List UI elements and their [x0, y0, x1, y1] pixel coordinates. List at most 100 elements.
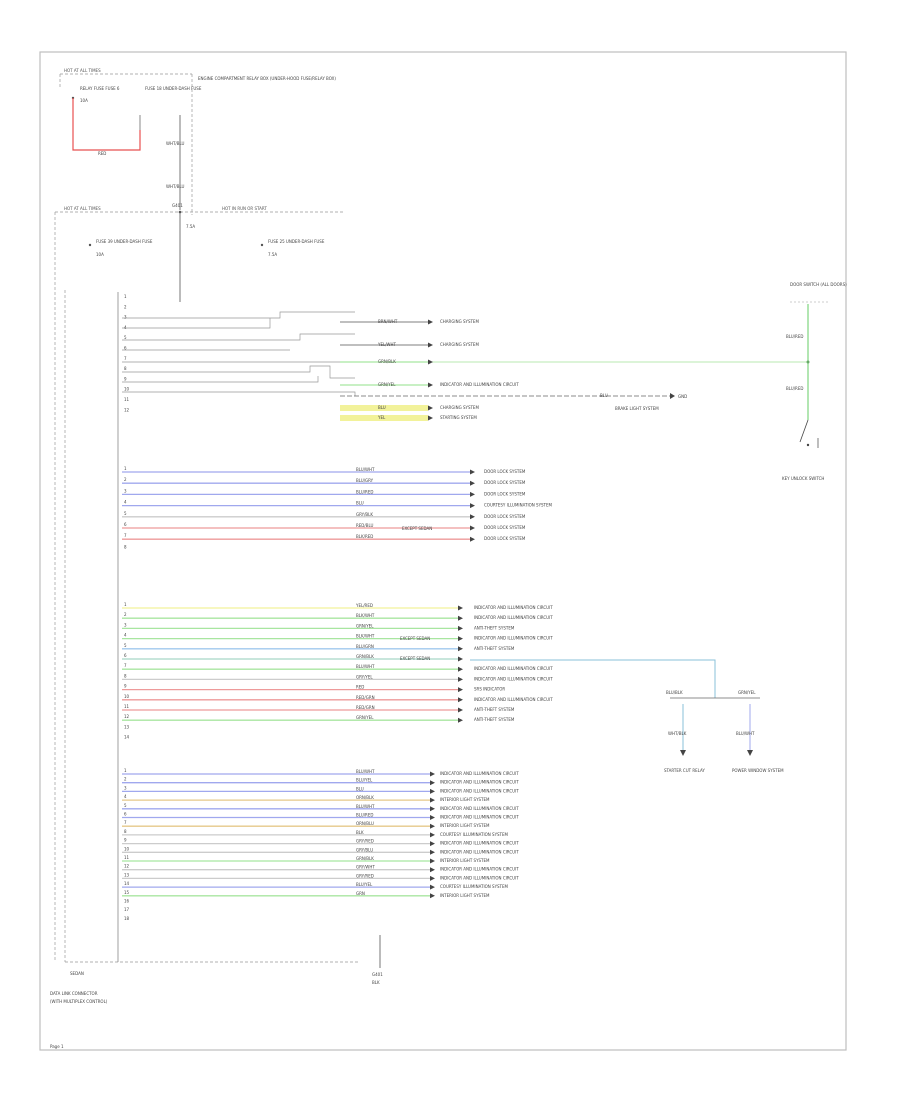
g1-arrow-5	[428, 415, 433, 421]
group3-dest-4: ANTI-THEFT SYSTEM	[474, 646, 515, 651]
group4-pin-8: 8	[124, 829, 127, 834]
group4-pin-10: 10	[124, 846, 130, 851]
outer-frame	[39, 51, 847, 1051]
group4-pin-6: 6	[124, 812, 127, 817]
group4-dest-2: INDICATOR AND ILLUMINATION CIRCUIT	[440, 788, 519, 793]
g1-pin-6: 6	[124, 346, 127, 351]
group3-pin-5: 5	[124, 643, 127, 648]
group3-wire-name-1: BLK/WHT	[356, 613, 375, 618]
group4-pin-18: 18	[124, 916, 130, 921]
group3-arrow-11	[458, 717, 463, 723]
group4-arrow-12	[430, 875, 435, 881]
group4-wire-name-5: BLU/RED	[356, 813, 373, 818]
group3-arrow-8	[458, 687, 463, 693]
group3-arrow-5	[458, 656, 463, 662]
group4-pin-3: 3	[124, 785, 127, 790]
g1-wire-name-0: BRN/WHT	[378, 319, 398, 324]
right-sensor-title: DOOR SWITCH (ALL DOORS)	[790, 282, 847, 287]
fuse-left-sub: 10A	[80, 98, 88, 103]
group3-wire-name-0: YEL/RED	[355, 603, 373, 608]
group4-wire-name-2: BLU	[356, 786, 364, 791]
g1-wire-name-5: YEL	[377, 415, 386, 420]
group3-dest-9: INDICATOR AND ILLUMINATION CIRCUIT	[474, 697, 553, 702]
group3-pin-8: 8	[124, 673, 127, 678]
group4-wire-name-13: BLU/YEL	[356, 882, 373, 887]
group3-pin-3: 3	[124, 622, 127, 627]
group4-wire-name-10: GRN/BLK	[356, 856, 374, 861]
group3-pin-6: 6	[124, 653, 127, 658]
stand-connectors: BLU/BLK GRN/YEL WHT/BLK BLU/WHT STARTER …	[470, 659, 784, 773]
side-note: ENGINE COMPARTMENT RELAY BOX (UNDER-HOOD…	[198, 76, 336, 81]
group4-arrow-13	[430, 884, 435, 890]
group4-dest-0: INDICATOR AND ILLUMINATION CIRCUIT	[440, 771, 519, 776]
group3-arrow-4	[458, 646, 463, 652]
group2-pin-1: 1	[124, 466, 127, 471]
second-box-title: HOT AT ALL TIMES	[64, 206, 101, 211]
stand-a-top: BLU/BLK	[666, 690, 683, 695]
group3-pin-2: 2	[124, 612, 127, 617]
group4-pin-5: 5	[124, 803, 127, 808]
bottom-ground-sub: BLK	[372, 980, 380, 985]
group2-dest-2: DOOR LOCK SYSTEM	[484, 491, 526, 496]
group3-pin-1: 1	[124, 602, 127, 607]
pin-7-5a: 7.5A	[186, 224, 195, 229]
group2-dest-4: DOOR LOCK SYSTEM	[484, 514, 526, 519]
g1-wire-name-3: GRN/YEL	[378, 382, 396, 387]
g1-pin-9: 9	[124, 376, 127, 381]
fuse-b: FUSE 25 UNDER-DASH FUSE	[268, 239, 325, 244]
group3-wire-name-4: BLU/GRN	[356, 644, 374, 649]
group3-pin-11: 11	[124, 704, 130, 709]
group4-wire-name-12: GRY/RED	[356, 873, 374, 878]
group4-dest-3: INTERIOR LIGHT SYSTEM	[440, 797, 490, 802]
g1-dest-5: STARTING SYSTEM	[440, 415, 477, 420]
group2-pin-3: 3	[124, 488, 127, 493]
group4-pin-4: 4	[124, 794, 127, 799]
group3-dest-6: INDICATOR AND ILLUMINATION CIRCUIT	[474, 666, 553, 671]
bottom-ground-label: G401	[372, 972, 383, 977]
group4-dest-7: COURTESY ILLUMINATION SYSTEM	[440, 832, 509, 837]
group2-arrow-2	[470, 491, 475, 497]
group3-dest-3: INDICATOR AND ILLUMINATION CIRCUIT	[474, 636, 553, 641]
footer-2: (WITH MULTIPLEX CONTROL)	[50, 999, 108, 1004]
group4-wire-name-3: ORN/BLK	[356, 795, 374, 800]
group3-wire-name-3: BLK/WHT	[356, 634, 375, 639]
g1-dest-1: CHARGING SYSTEM	[440, 342, 479, 347]
group4-pin-15: 15	[124, 890, 130, 895]
group2-dest-1: DOOR LOCK SYSTEM	[484, 480, 526, 485]
group4-wire-name-7: BLK	[356, 830, 364, 835]
group3-arrow-7	[458, 676, 463, 682]
g1-wire-name-1: YEL/WHT	[377, 342, 397, 347]
group3-wire-name-10: RED/GRN	[356, 705, 375, 710]
group2-wire-name-6: BLK/RED	[356, 534, 373, 539]
group4-arrow-5	[430, 815, 435, 820]
group4-dest-10: INTERIOR LIGHT SYSTEM	[440, 858, 490, 863]
fuse-a: FUSE 39 UNDER-DASH FUSE	[96, 239, 153, 244]
page-ref: Page 1	[50, 1044, 64, 1049]
group4-dest-1: INDICATOR AND ILLUMINATION CIRCUIT	[440, 780, 519, 785]
group2-arrow-4	[470, 514, 475, 520]
group2-wire-name-1: BLU/GRY	[356, 478, 374, 483]
g1-dest-4: CHARGING SYSTEM	[440, 405, 479, 410]
group2-arrow-6	[470, 536, 475, 542]
group3-dest-1: INDICATOR AND ILLUMINATION CIRCUIT	[474, 615, 553, 620]
top-box-title: HOT AT ALL TIMES	[64, 68, 101, 73]
red-loop-label: RED	[98, 151, 106, 156]
right-door-switch: DOOR SWITCH (ALL DOORS) BLU/RED BLU/RED …	[355, 282, 847, 481]
group3-dest-10: ANTI-THEFT SYSTEM	[474, 707, 515, 712]
top-fuse-box: HOT AT ALL TIMES RELAY FUSE FUSE 6 10A R…	[59, 68, 336, 215]
g1-pin-10: 10	[124, 387, 130, 392]
group3-wire-name-6: BLU/WHT	[356, 664, 375, 669]
group-1-wires: GND BRAKE LIGHT SYSTEM BLU	[122, 311, 687, 411]
group4-wire-name-14: GRN	[356, 891, 365, 896]
group4-arrow-11	[430, 867, 435, 873]
module-box: SEDAN DATA LINK CONNECTOR (WITH MULTIPLE…	[50, 290, 358, 1049]
group4-arrow-14	[430, 893, 435, 899]
brake-wire: BLU	[600, 393, 608, 398]
group4-pin-13: 13	[124, 872, 130, 877]
group3-pin-10: 10	[124, 694, 130, 699]
g1-dest-0: CHARGING SYSTEM	[440, 319, 479, 324]
g1-pin-2: 2	[124, 304, 127, 309]
group4-wire-name-4: BLU/WHT	[356, 804, 375, 809]
